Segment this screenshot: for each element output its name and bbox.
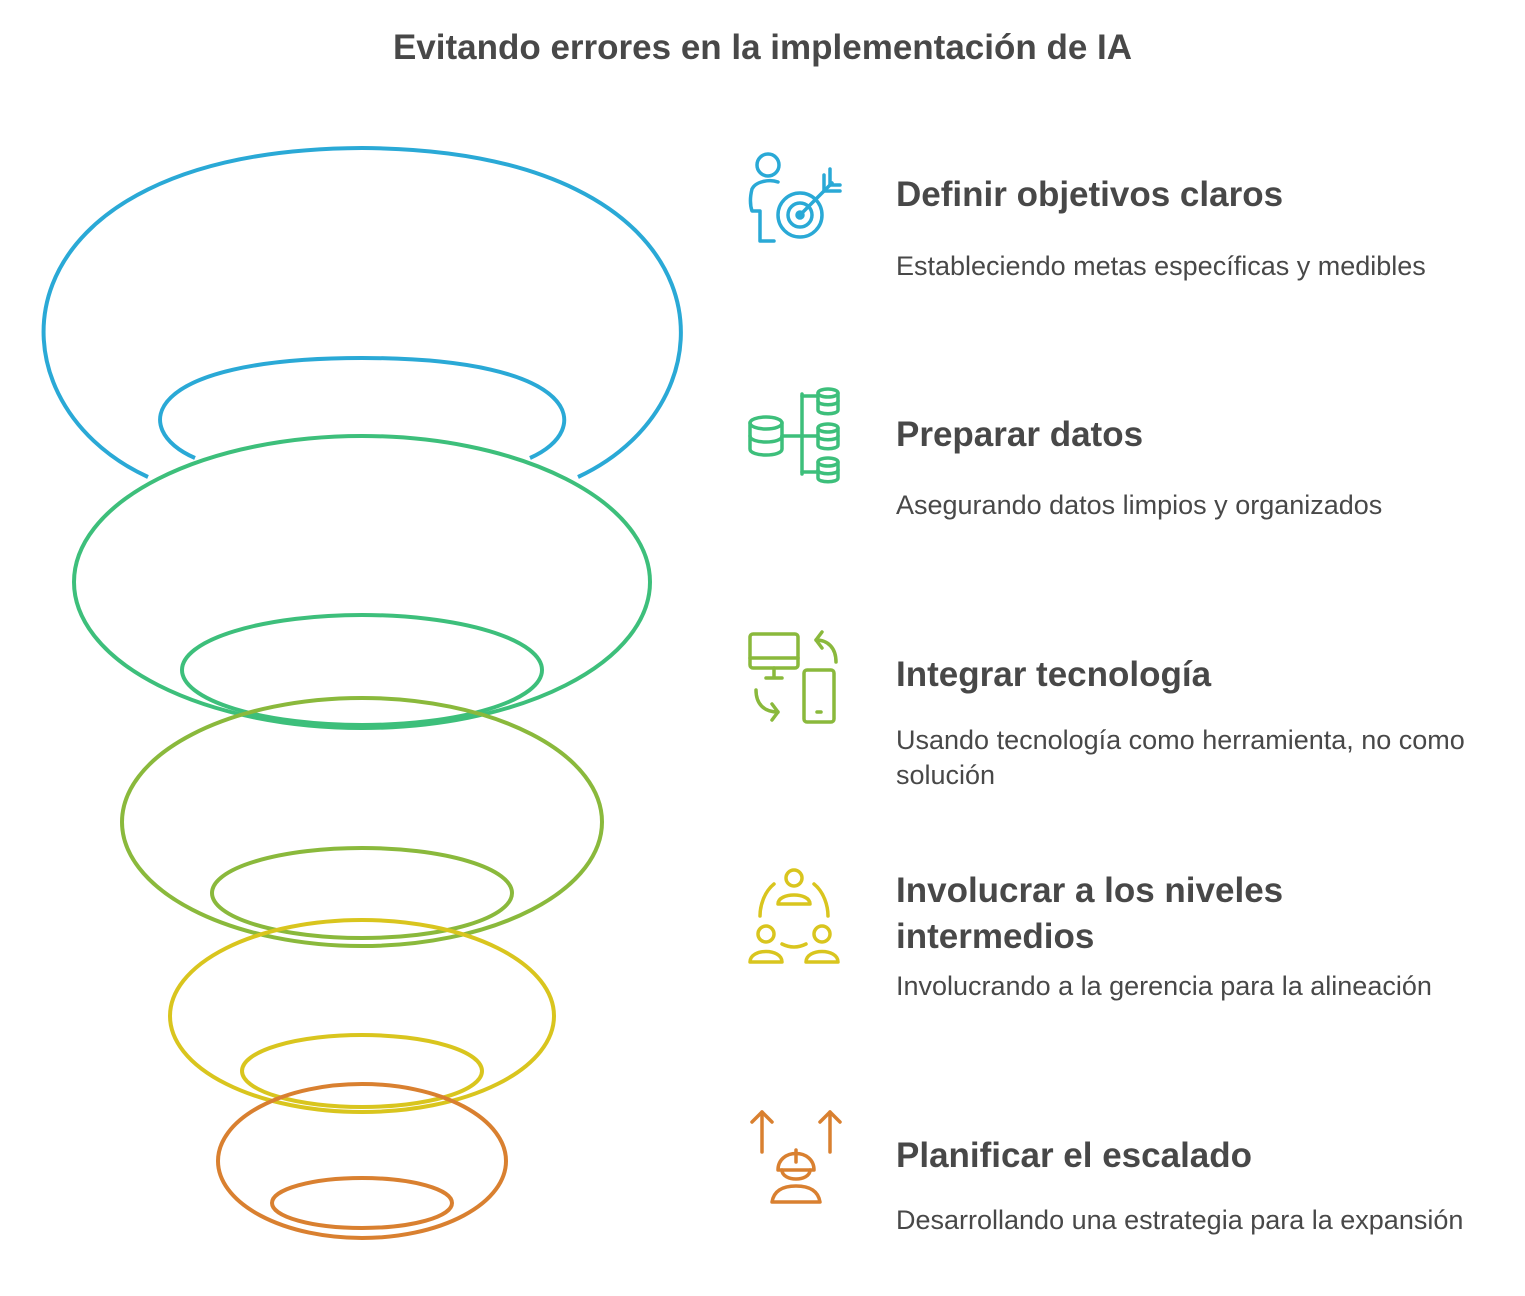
person-target-icon (748, 152, 842, 243)
funnel-ring-2-inner (180, 613, 544, 727)
worker-growth-icon (750, 1110, 842, 1204)
item-desc-3: Usando tecnología como herramienta, no c… (896, 725, 1465, 790)
item-title-5: Planificar el escalado (896, 1136, 1253, 1175)
funnel-diagram (41, 145, 683, 1240)
devices-sync-icon (748, 630, 838, 724)
funnel-ring-5-outer (216, 1082, 508, 1240)
database-icon (748, 387, 840, 484)
funnel-ring-3-outer (120, 696, 604, 948)
funnel-ring-2-outer (72, 434, 652, 730)
funnel-ring-3-inner (210, 846, 514, 940)
funnel-ring-5-inner (270, 1176, 454, 1230)
item-title-1: Definir objetivos claros (896, 175, 1284, 214)
item-desc-5: Desarrollando una estrategia para la exp… (896, 1205, 1464, 1235)
team-cycle-icon (748, 868, 840, 964)
funnel-ring-4-inner (240, 1033, 484, 1109)
item-desc-1: Estableciendo metas específicas y medibl… (896, 251, 1426, 281)
funnel-ring-1-outer (41, 145, 683, 479)
funnel-ring-1-inner (158, 355, 567, 460)
item-desc-2: Asegurando datos limpios y organizados (896, 490, 1383, 520)
item-title-3: Integrar tecnología (896, 655, 1212, 694)
item-title-2: Preparar datos (896, 415, 1144, 454)
item-desc-4: Involucrando a la gerencia para la aline… (896, 971, 1432, 1001)
funnel-ring-4-outer (168, 918, 556, 1114)
diagram-title: Evitando errores en la implementación de… (392, 28, 1133, 67)
item-title-4: Involucrar a los niveles intermedios (896, 871, 1284, 956)
